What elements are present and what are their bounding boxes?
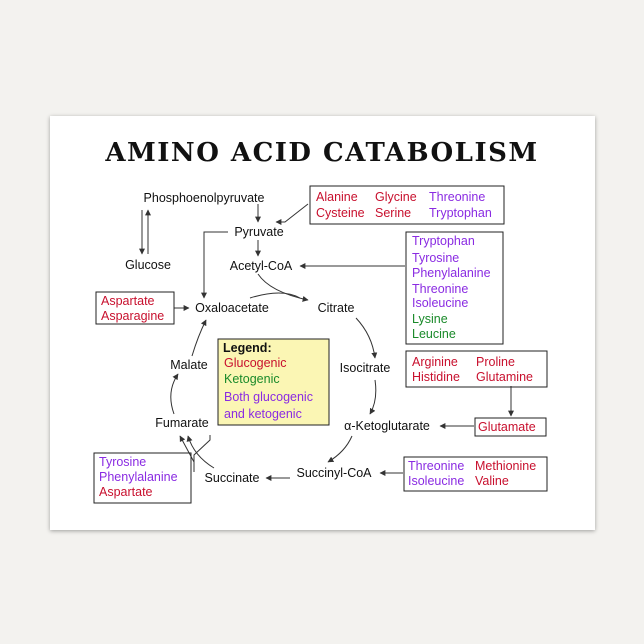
succinate-fumarate-arrow: [186, 435, 215, 469]
fumarate-box-line: [193, 435, 211, 472]
aa-tyrosine-2: Tyrosine: [99, 455, 146, 469]
pyruvate-oaa-arrow: [201, 231, 228, 299]
aa-tryptophan: Tryptophan: [429, 206, 492, 220]
malate-label: Malate: [170, 358, 208, 372]
legend: Legend: Glucogenic Ketogenic Both glucog…: [217, 338, 330, 426]
glutamate-frame: [474, 417, 547, 437]
legend-both-line2: and ketogenic: [224, 407, 302, 421]
aa-glycine: Glycine: [375, 190, 417, 204]
aa-tryptophan-2: Tryptophan: [412, 234, 475, 248]
diagram-title: AMINO ACID CATABOLISM: [105, 138, 539, 168]
aa-leucine: Leucine: [412, 327, 456, 341]
fumarate-malate-arrow: [170, 373, 179, 415]
acetyl-coa-label: Acetyl-CoA: [230, 259, 293, 273]
glu-source-frame: [405, 350, 548, 388]
oaa-amino-acids-box: Aspartate Asparagine: [95, 291, 175, 325]
oaa-box-frame: [95, 291, 175, 325]
pyruvate-amino-acids-box: Alanine Glycine Threonine Cysteine Serin…: [309, 185, 505, 225]
aa-valine: Valine: [475, 474, 509, 488]
aa-aspartate-2: Aspartate: [99, 485, 153, 499]
fumarate-label: Fumarate: [155, 416, 209, 430]
succinate-label: Succinate: [205, 471, 260, 485]
glutamate-box: Glutamate: [474, 417, 547, 437]
metabolites: Phosphoenolpyruvate Glucose Pyruvate Ace…: [125, 191, 430, 485]
aa-methionine: Methionine: [475, 459, 536, 473]
aa-isoleucine-2: Isoleucine: [408, 474, 464, 488]
acetyl-box-frame: [405, 231, 504, 345]
aa-tyrosine: Tyrosine: [412, 251, 459, 265]
succinyl-amino-acids-box: Threonine Methionine Isoleucine Valine: [403, 456, 548, 492]
aa-alanine: Alanine: [316, 190, 358, 204]
acetyl-citrate-arrow: [257, 273, 309, 302]
aa-cysteine: Cysteine: [316, 206, 365, 220]
aa-threonine: Threonine: [429, 190, 485, 204]
postcard: [50, 116, 595, 530]
aa-phenylalanine-2: Phenylalanine: [99, 470, 178, 484]
citrate-label: Citrate: [318, 301, 355, 315]
aa-glutamine: Glutamine: [476, 370, 533, 384]
pyruvate-box-arrow: [275, 203, 309, 225]
aa-arginine: Arginine: [412, 355, 458, 369]
succinyl-coa-label: Succinyl-CoA: [296, 466, 372, 480]
legend-both-line1: Both glucogenic: [224, 390, 313, 404]
aa-asparagine: Asparagine: [101, 309, 164, 323]
malate-oaa-arrow: [191, 319, 207, 357]
acetyl-amino-acids-box: Tryptophan Tyrosine Phenylalanine Threon…: [405, 231, 504, 345]
legend-heading: Legend:: [223, 341, 272, 355]
glucose-label: Glucose: [125, 258, 171, 272]
pyruvate-box-frame: [309, 185, 505, 225]
connectors: [139, 203, 514, 481]
legend-frame: [217, 338, 330, 426]
fumarate-amino-acids-box: Tyrosine Phenylalanine Aspartate: [93, 452, 192, 504]
legend-glucogenic: Glucogenic: [224, 356, 287, 370]
legend-ketogenic: Ketogenic: [224, 372, 280, 386]
aa-histidine: Histidine: [412, 370, 460, 384]
aa-aspartate: Aspartate: [101, 294, 155, 308]
succinyl-box-frame: [403, 456, 548, 492]
isocitrate-label: Isocitrate: [340, 361, 391, 375]
aa-serine: Serine: [375, 206, 411, 220]
fumarate-box-frame: [93, 452, 192, 504]
aa-lysine: Lysine: [412, 312, 448, 326]
pep-label: Phosphoenolpyruvate: [144, 191, 265, 205]
citrate-isocitrate-arrow: [355, 317, 378, 359]
pyruvate-label: Pyruvate: [234, 225, 283, 239]
glutamate-source-box: Arginine Proline Histidine Glutamine: [405, 350, 548, 388]
aa-threonine-2: Threonine: [412, 282, 468, 296]
oxaloacetate-label: Oxaloacetate: [195, 301, 269, 315]
aa-proline: Proline: [476, 355, 515, 369]
aa-isoleucine: Isoleucine: [412, 296, 468, 310]
aa-phenylalanine: Phenylalanine: [412, 266, 491, 280]
isocitrate-akg-arrow: [369, 379, 377, 415]
aa-threonine-3: Threonine: [408, 459, 464, 473]
akg-label: α-Ketoglutarate: [344, 419, 430, 433]
aa-glutamate: Glutamate: [478, 420, 536, 434]
fumarate-box-arrow: [179, 435, 195, 463]
oaa-citrate-arc: [249, 292, 301, 299]
akg-succinylcoa-arrow: [327, 435, 353, 463]
